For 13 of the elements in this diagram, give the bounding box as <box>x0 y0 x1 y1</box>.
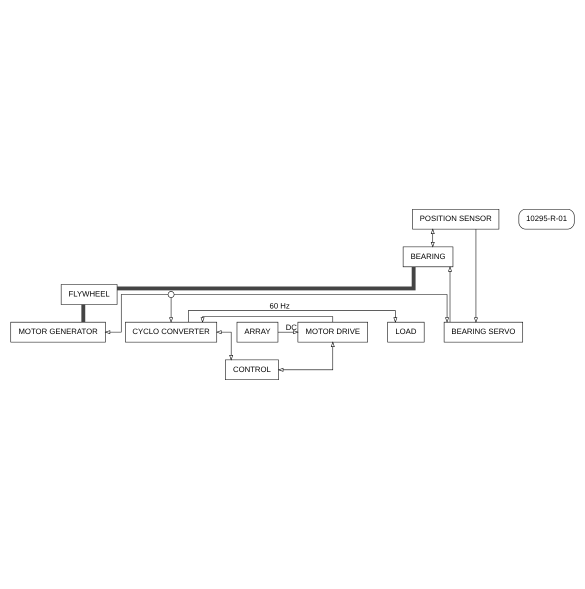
arrow <box>174 294 449 323</box>
arrow <box>104 294 168 334</box>
arrow <box>169 297 174 323</box>
connector <box>81 304 86 322</box>
arrow <box>448 266 452 322</box>
connector <box>117 266 416 290</box>
arrow <box>278 330 299 334</box>
arrow <box>188 310 398 323</box>
arrow <box>200 316 334 323</box>
arrow <box>216 330 234 361</box>
arrow <box>474 228 478 323</box>
arrow <box>278 341 335 372</box>
node-circle <box>168 291 174 298</box>
